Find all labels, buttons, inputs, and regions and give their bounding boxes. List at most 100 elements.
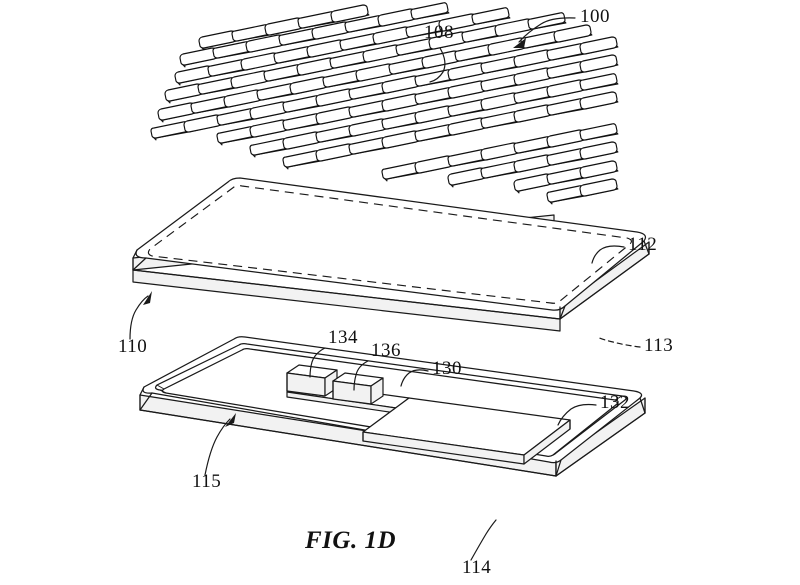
keycap — [377, 8, 417, 27]
keycap — [553, 24, 593, 43]
keycap — [414, 155, 454, 174]
keycap — [249, 138, 289, 158]
keycap — [480, 111, 520, 129]
keycap — [381, 130, 421, 149]
keycap — [579, 54, 619, 73]
keycap — [296, 57, 336, 76]
keycap — [207, 59, 247, 77]
keycap — [164, 83, 204, 104]
key-row — [179, 2, 450, 68]
keycap — [348, 137, 388, 155]
reference-numerals: 100 108 112 113 110 115 114 130 132 134 … — [118, 6, 673, 578]
keycap — [480, 161, 520, 179]
keycap — [315, 106, 355, 125]
keycap — [282, 113, 322, 131]
keycap — [480, 142, 520, 161]
key-row — [513, 160, 619, 194]
base-housing — [139, 336, 646, 477]
ref-numeral-108: 108 — [424, 22, 454, 43]
keycap — [157, 102, 197, 123]
keycap — [282, 95, 322, 113]
keycap — [513, 49, 553, 68]
key-row — [447, 141, 619, 188]
keycap — [579, 36, 619, 55]
keycap — [273, 46, 313, 64]
keycap — [381, 162, 421, 182]
keycap — [282, 131, 322, 150]
keycap — [381, 112, 421, 130]
keycap — [388, 57, 428, 75]
keycap — [546, 98, 586, 116]
key-row — [216, 54, 619, 146]
key-row — [249, 73, 619, 158]
ref-numeral-114: 114 — [462, 557, 491, 578]
keycap — [414, 87, 454, 105]
keycap — [216, 126, 256, 146]
battery-slab-132 — [362, 397, 571, 465]
keycap — [322, 70, 362, 88]
keycap — [339, 33, 379, 51]
component-block-134 — [286, 364, 338, 397]
key-row — [164, 12, 567, 104]
keycap — [579, 178, 619, 197]
keycap — [579, 123, 619, 141]
keycap — [348, 118, 388, 137]
keycap — [513, 86, 553, 104]
keycap — [190, 96, 230, 114]
keycap — [513, 154, 553, 173]
keycap — [480, 92, 520, 111]
key-plate — [132, 177, 650, 332]
keycap — [330, 4, 370, 23]
keycap — [249, 101, 289, 120]
keycap — [348, 82, 388, 100]
keycap — [546, 79, 586, 98]
keycap — [315, 125, 355, 143]
key-row — [546, 178, 619, 205]
keycap — [223, 89, 263, 108]
keycap — [480, 56, 520, 74]
key-row — [381, 123, 619, 182]
keycap — [546, 43, 586, 61]
key-row — [174, 7, 511, 86]
keycap — [579, 91, 619, 110]
keycap — [579, 160, 619, 179]
key-row — [282, 91, 619, 170]
leader-lines — [129, 17, 641, 561]
keycap — [546, 148, 586, 166]
key-row — [150, 36, 619, 141]
keycap — [579, 73, 619, 91]
keycap — [362, 44, 402, 63]
keycap — [289, 76, 329, 95]
figure-caption: FIG. 1D — [305, 527, 397, 554]
keycap — [461, 25, 501, 43]
keycap — [329, 51, 369, 69]
keycap — [150, 121, 190, 141]
keycap — [315, 88, 355, 107]
ref-numeral-110: 110 — [118, 336, 147, 357]
keycap — [546, 167, 586, 185]
keycap — [471, 7, 511, 25]
keycap — [183, 114, 223, 133]
ref-numeral-100: 100 — [580, 6, 610, 27]
keycap — [230, 70, 270, 89]
component-block-136 — [332, 372, 384, 405]
keycap — [240, 52, 280, 71]
keycap — [513, 67, 553, 86]
keycap — [546, 129, 586, 148]
keycap — [282, 150, 322, 170]
keycap — [263, 64, 303, 82]
keycap — [579, 141, 619, 160]
keycap — [372, 26, 412, 45]
keycap — [216, 108, 256, 126]
keycap — [355, 63, 395, 82]
keycap — [414, 69, 454, 87]
keycap — [410, 2, 450, 20]
keycap — [454, 44, 494, 62]
keycap — [306, 39, 346, 58]
keycap — [447, 117, 487, 136]
keycap — [249, 119, 289, 138]
keycap — [447, 80, 487, 99]
keycap — [414, 124, 454, 142]
